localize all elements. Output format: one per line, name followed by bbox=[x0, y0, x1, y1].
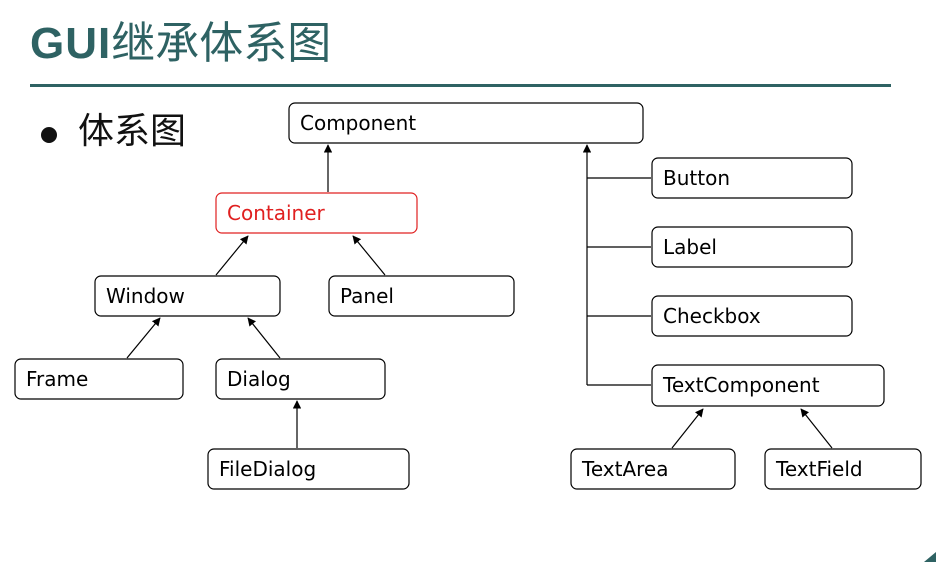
node-checkbox: Checkbox bbox=[651, 295, 853, 337]
bullet-dot-icon bbox=[41, 127, 57, 143]
node-label: FileDialog bbox=[219, 457, 316, 481]
node-label: Dialog bbox=[227, 367, 291, 391]
node-label: Panel bbox=[340, 284, 394, 308]
node-label: Checkbox bbox=[663, 304, 761, 328]
edge-dialog-window bbox=[247, 317, 281, 359]
node-textarea: TextArea bbox=[570, 448, 736, 490]
edge-window-container bbox=[215, 235, 249, 276]
node-button: Button bbox=[651, 157, 853, 199]
node-window: Window bbox=[94, 275, 281, 317]
node-label: TextField bbox=[775, 457, 863, 481]
node-textcomponent: TextComponent bbox=[651, 364, 885, 407]
node-label-class: Label bbox=[651, 226, 853, 268]
node-label: Button bbox=[663, 166, 730, 190]
bullet-text: 体系图 bbox=[78, 111, 187, 152]
node-container: Container bbox=[215, 192, 418, 234]
node-label: Label bbox=[663, 235, 717, 259]
node-component: Component bbox=[288, 102, 644, 144]
node-label: Container bbox=[227, 201, 326, 225]
node-label: Component bbox=[300, 111, 416, 135]
node-label: TextArea bbox=[581, 457, 668, 481]
node-dialog: Dialog bbox=[215, 358, 386, 400]
node-textfield: TextField bbox=[764, 448, 922, 490]
node-label: Frame bbox=[26, 367, 88, 391]
diagram-edges bbox=[126, 144, 833, 449]
corner-accent-icon bbox=[924, 552, 936, 562]
edge-panel-container bbox=[352, 235, 386, 276]
node-panel: Panel bbox=[328, 275, 515, 317]
slide-title-latin: GUI bbox=[30, 19, 112, 68]
node-label: Window bbox=[106, 284, 185, 308]
node-filedialog: FileDialog bbox=[207, 448, 410, 490]
edge-frame-window bbox=[126, 317, 161, 359]
node-frame: Frame bbox=[14, 358, 184, 400]
node-label: TextComponent bbox=[662, 373, 820, 397]
edge-textfield-textcomponent bbox=[800, 408, 833, 449]
slide-title-chinese: 继承体系图 bbox=[111, 18, 332, 69]
edge-textarea-textcomponent bbox=[671, 408, 704, 449]
slide-title: GUI继承体系图 bbox=[30, 14, 331, 74]
title-divider bbox=[30, 84, 891, 87]
